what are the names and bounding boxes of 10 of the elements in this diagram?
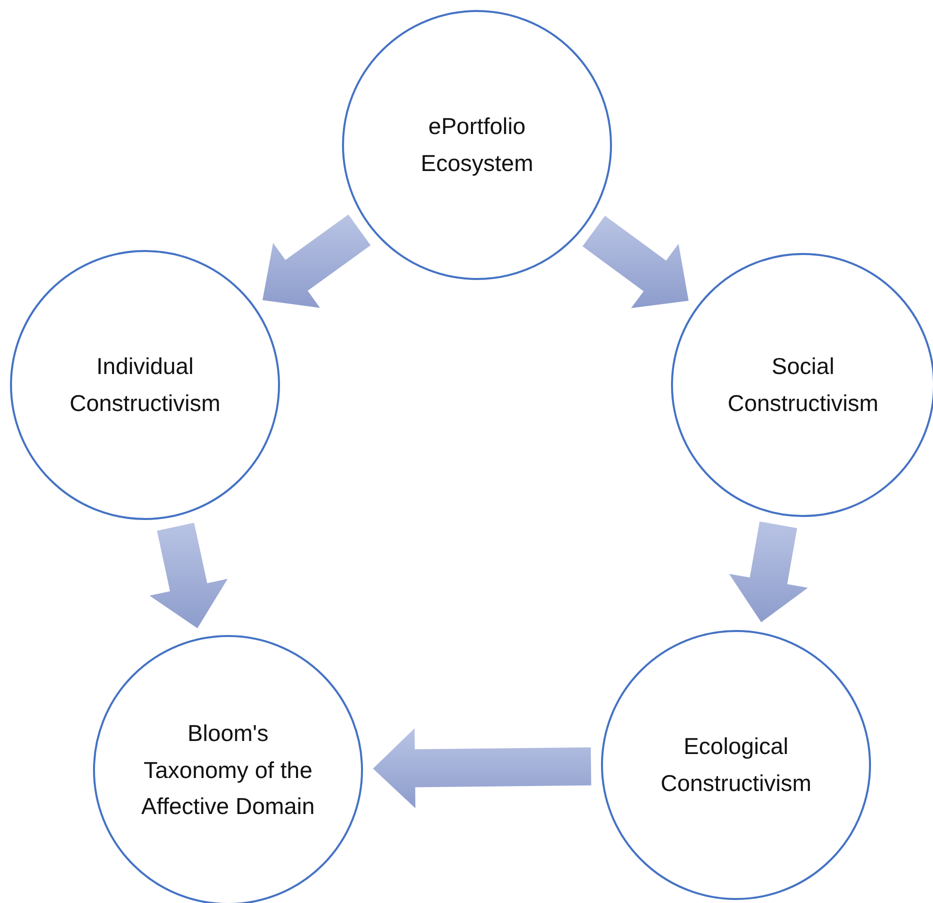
block-arrow <box>582 216 689 308</box>
node-label: Ecological Constructivism <box>660 732 812 798</box>
node-label: ePortfolio Ecosystem <box>420 112 534 178</box>
block-arrow <box>262 214 371 308</box>
block-arrow <box>729 522 808 622</box>
block-arrow <box>150 522 228 628</box>
node-label: Individual Constructivism <box>68 352 222 418</box>
block-arrow <box>373 728 592 808</box>
node-label: Bloom's Taxonomy of the Affective Domain <box>140 718 316 822</box>
node-label: Social Constructivism <box>726 352 880 418</box>
